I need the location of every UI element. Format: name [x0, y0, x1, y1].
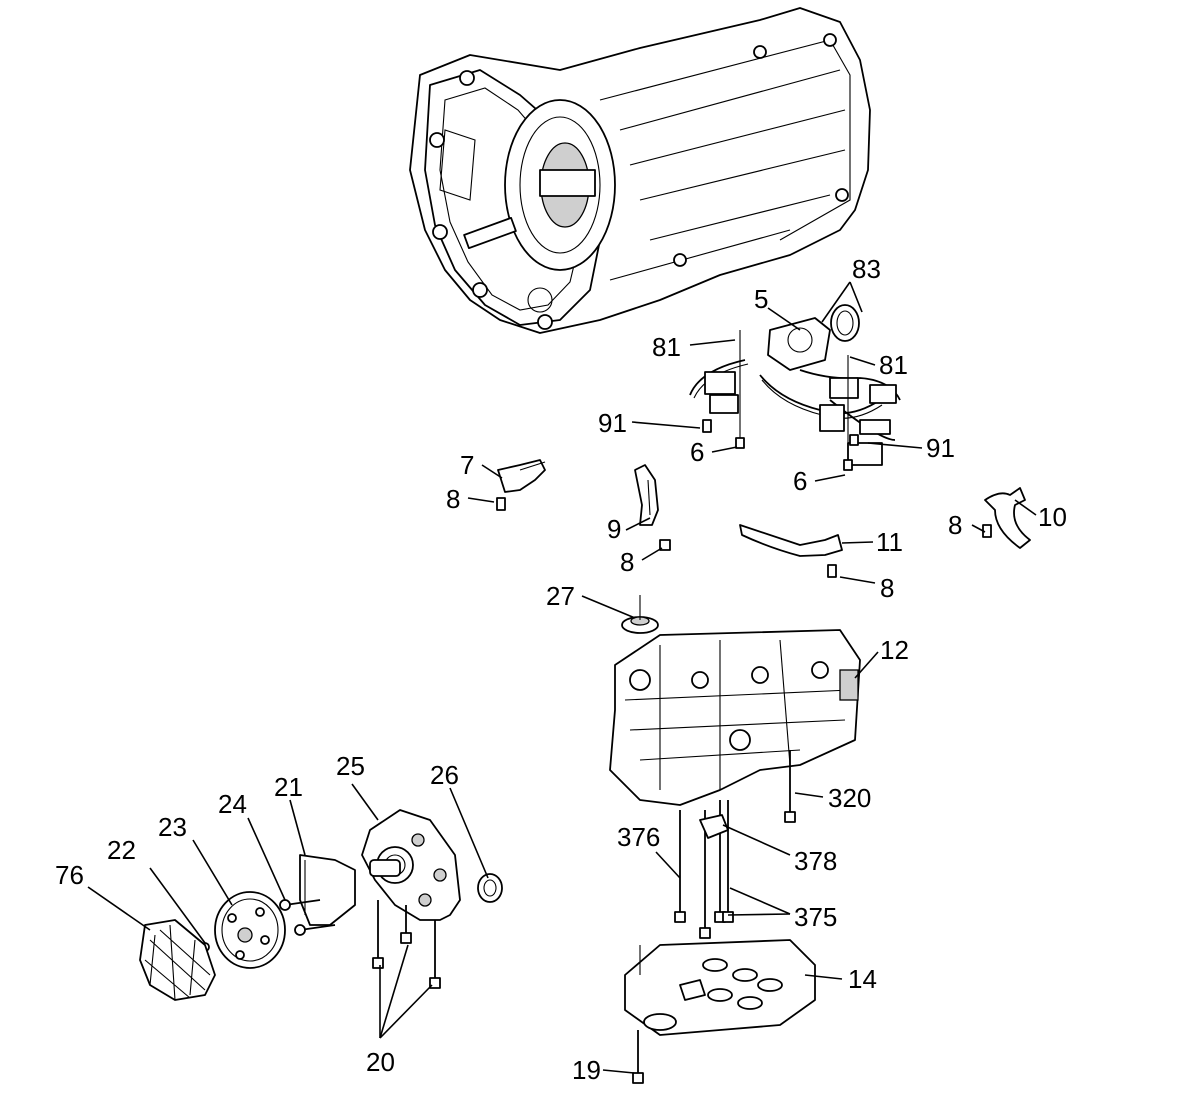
oil-pump-icon [361, 809, 503, 989]
callout-378: 378 [794, 846, 837, 876]
callout-376: 376 [617, 822, 660, 852]
callout-91-left: 91 [598, 408, 627, 438]
callout-81-right: 81 [879, 350, 908, 380]
sensor-11 [739, 524, 843, 578]
transmission-case-icon [409, 7, 871, 334]
callout-19: 19 [572, 1055, 601, 1085]
callout-21: 21 [274, 772, 303, 802]
callout-6-left: 6 [690, 437, 704, 467]
valve-body-icon [609, 595, 861, 806]
callout-12: 12 [880, 635, 909, 665]
callout-8-sensor7: 8 [446, 484, 460, 514]
callout-labels: 83 5 81 81 91 91 6 6 7 8 9 8 11 8 8 10 2… [55, 254, 1067, 1085]
callout-8-sensor9: 8 [620, 547, 634, 577]
callout-23: 23 [158, 812, 187, 842]
callout-10: 10 [1038, 502, 1067, 532]
wiring-harness-icon [689, 304, 901, 471]
callout-8-sensor11: 8 [880, 573, 894, 603]
pump-drive-assembly [139, 854, 356, 1001]
callout-375: 375 [794, 902, 837, 932]
callout-8-sensor10: 8 [948, 510, 962, 540]
callout-83: 83 [852, 254, 881, 284]
callout-25: 25 [336, 751, 365, 781]
callout-81-left: 81 [652, 332, 681, 362]
callout-11: 11 [876, 527, 903, 557]
callout-91-right: 91 [926, 433, 955, 463]
filter-icon [624, 939, 816, 1084]
valve-body-bolts [674, 750, 796, 939]
speed-sensor-7 [496, 459, 546, 511]
callout-22: 22 [107, 835, 136, 865]
callout-14: 14 [848, 964, 877, 994]
callout-26: 26 [430, 760, 459, 790]
sensor-10 [982, 487, 1031, 549]
callout-27: 27 [546, 581, 575, 611]
callout-24: 24 [218, 789, 247, 819]
callout-76: 76 [55, 860, 84, 890]
sensor-9 [634, 464, 671, 551]
callout-7: 7 [460, 450, 474, 480]
leader-lines [87, 281, 1037, 1074]
callout-9: 9 [607, 514, 621, 544]
callout-320: 320 [828, 783, 871, 813]
callout-20: 20 [366, 1047, 395, 1077]
callout-6-right: 6 [793, 466, 807, 496]
callout-5: 5 [754, 284, 768, 314]
